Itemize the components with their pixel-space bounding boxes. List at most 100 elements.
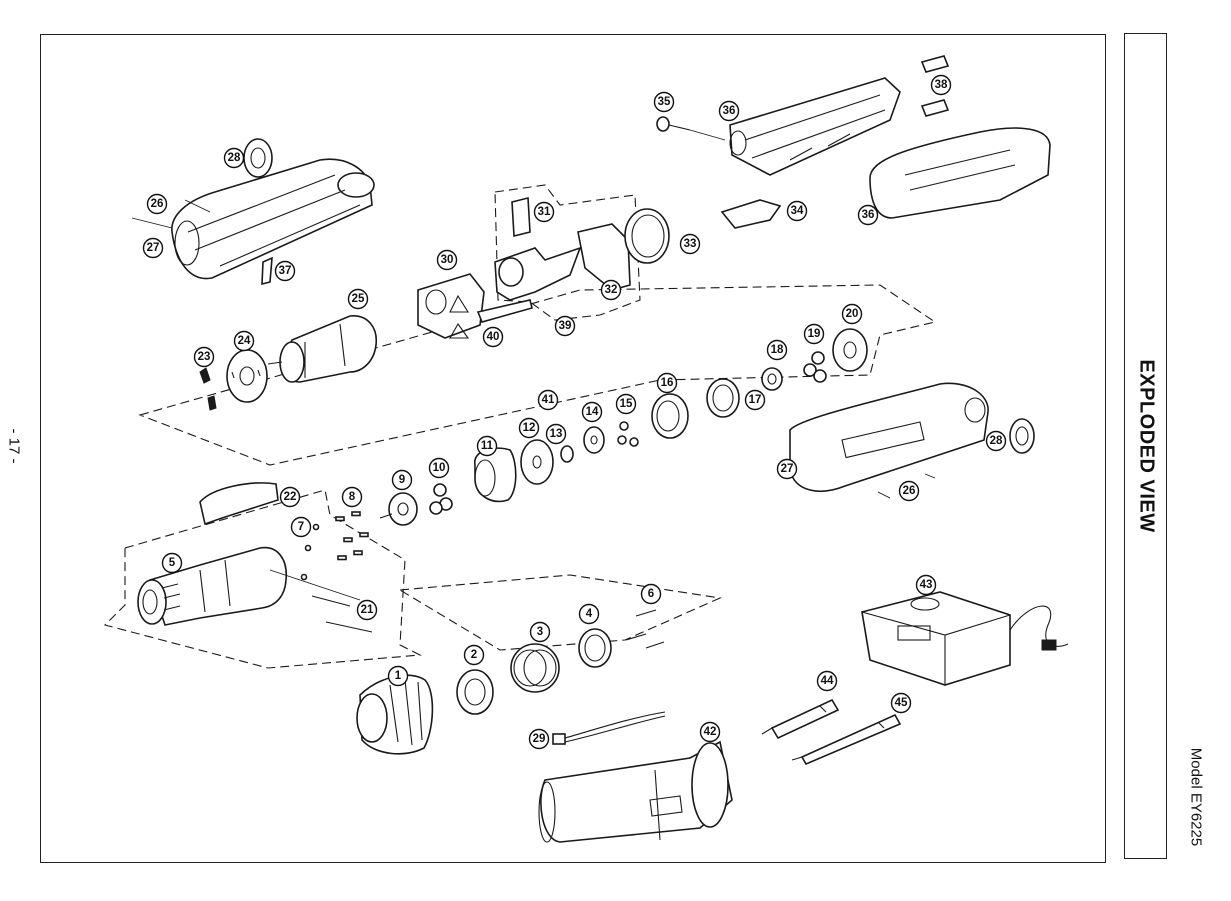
part-16-ring-gear <box>651 393 689 439</box>
callout-23: 23 <box>193 346 215 368</box>
callout-38-label: 38 <box>935 79 948 91</box>
callout-22-label: 22 <box>284 491 297 503</box>
callout-27-bottom: 27 <box>776 458 798 480</box>
part-27-right-housing <box>789 382 989 499</box>
callout-8: 8 <box>341 486 363 508</box>
callout-3-label: 3 <box>537 626 543 638</box>
callout-19-label: 19 <box>808 328 821 340</box>
part-3-spring <box>510 643 560 693</box>
callout-16: 16 <box>656 372 678 394</box>
callout-14-label: 14 <box>586 406 599 418</box>
part-5-gear-case <box>137 546 361 626</box>
callout-10-label: 10 <box>433 462 446 474</box>
callout-14: 14 <box>581 401 603 423</box>
callout-33: 33 <box>679 233 701 255</box>
part-32-switch-board <box>494 246 582 301</box>
part-45-bit <box>791 713 902 766</box>
callout-33-label: 33 <box>684 238 697 250</box>
callout-18-label: 18 <box>771 344 784 356</box>
callout-39-label: 39 <box>559 320 572 332</box>
part-31-contact <box>511 196 531 238</box>
part-43-charger <box>861 591 1069 686</box>
callout-7-label: 7 <box>298 521 304 533</box>
callout-6: 6 <box>640 583 662 605</box>
part-4-clutch-plate <box>578 628 612 668</box>
callout-19: 19 <box>803 323 825 345</box>
callout-7: 7 <box>290 516 312 538</box>
callout-40: 40 <box>482 326 504 348</box>
callout-42-label: 42 <box>704 726 717 738</box>
part-33-cover <box>624 208 670 264</box>
callout-11-label: 11 <box>481 440 494 452</box>
part-9-carrier <box>379 492 418 526</box>
callout-21-label: 21 <box>361 604 374 616</box>
callout-42: 42 <box>699 721 721 743</box>
lower-assembly-outline <box>103 489 422 669</box>
callout-20-label: 20 <box>846 308 859 320</box>
callout-45: 45 <box>890 692 912 714</box>
part-28-end-cap-top <box>243 138 273 178</box>
part-28-end-cap-bottom <box>1009 418 1035 454</box>
callout-35: 35 <box>653 91 675 113</box>
callout-35-label: 35 <box>658 96 671 108</box>
callout-36-top-label: 36 <box>723 105 736 117</box>
callout-31-label: 31 <box>538 206 551 218</box>
part-15-planet-gears <box>617 421 639 447</box>
callout-1: 1 <box>387 665 409 687</box>
callout-3: 3 <box>529 621 551 643</box>
callout-41: 41 <box>537 389 559 411</box>
callout-28-top: 28 <box>223 147 245 169</box>
part-14-carrier <box>583 426 605 454</box>
part-38-clips <box>920 55 950 117</box>
callout-45-label: 45 <box>895 697 908 709</box>
callout-12-label: 12 <box>523 422 536 434</box>
part-34-clip <box>720 199 782 229</box>
title-frame <box>1124 33 1167 859</box>
part-13-pinion <box>560 445 574 463</box>
part-2-clutch-ring <box>456 669 494 715</box>
part-11-ring-gear <box>474 447 517 503</box>
callout-22: 22 <box>279 486 301 508</box>
part-18-sun-gear <box>761 367 783 391</box>
part-35-screw <box>656 116 726 141</box>
part-30-switch-housing <box>417 273 485 339</box>
callout-29: 29 <box>528 728 550 750</box>
callout-43-label: 43 <box>920 579 933 591</box>
callout-25: 25 <box>347 288 369 310</box>
callout-5-label: 5 <box>169 557 176 569</box>
callout-11: 11 <box>476 435 498 457</box>
callout-9: 9 <box>391 469 413 491</box>
part-32-cover-plate <box>577 223 631 291</box>
callout-30: 30 <box>436 249 458 271</box>
callout-44: 44 <box>816 670 838 692</box>
callout-13: 13 <box>545 423 567 445</box>
callout-24: 24 <box>233 330 255 352</box>
callout-16-label: 16 <box>661 377 674 389</box>
part-1-clutch-knob <box>356 674 434 755</box>
callout-36-bottom-label: 36 <box>862 209 875 221</box>
callout-27-top-label: 27 <box>147 242 160 254</box>
part-26-left-housing <box>131 158 375 280</box>
callout-27-top: 27 <box>142 237 164 259</box>
part-36-handle-cover <box>869 127 1051 219</box>
callout-30-label: 30 <box>441 254 454 266</box>
callout-26-bottom-label: 26 <box>903 485 916 497</box>
callout-15: 15 <box>615 393 637 415</box>
callout-4: 4 <box>578 603 600 625</box>
callout-28-bottom-label: 28 <box>990 435 1003 447</box>
part-19-planet-gears <box>803 351 827 383</box>
callout-21: 21 <box>356 599 378 621</box>
callout-8-label: 8 <box>349 491 356 503</box>
part-40-lever <box>476 299 533 323</box>
callout-41-label: 41 <box>542 394 555 406</box>
part-10-planet-gears <box>429 483 453 515</box>
part-12-washer <box>520 439 554 485</box>
part-44-bit <box>761 698 840 740</box>
callout-36-top: 36 <box>718 100 740 122</box>
part-6-pins <box>625 609 665 649</box>
callout-2-label: 2 <box>471 649 477 661</box>
callout-26-top: 26 <box>146 193 168 215</box>
callout-4-label: 4 <box>586 608 593 620</box>
callout-29-label: 29 <box>533 733 546 745</box>
callout-25-label: 25 <box>352 293 365 305</box>
